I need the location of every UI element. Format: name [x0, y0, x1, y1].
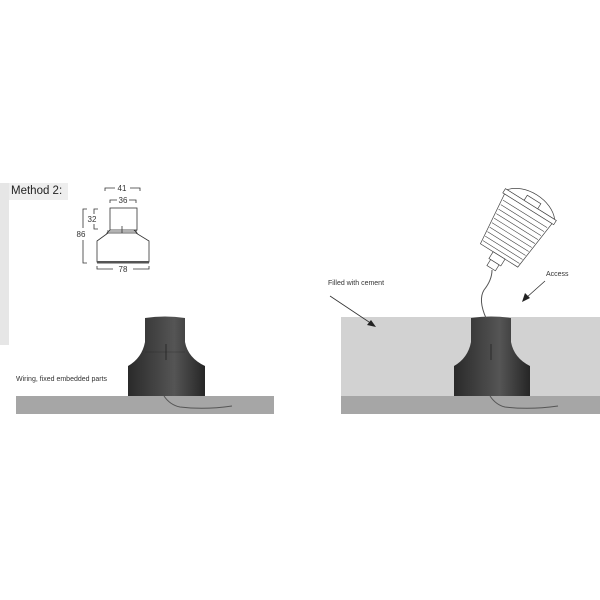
dim-78: 78 — [119, 265, 128, 274]
left-accent-bar — [0, 183, 9, 345]
filled-with-cement-label: Filled with cement — [328, 280, 385, 287]
dim-41: 41 — [118, 184, 127, 193]
right-scene — [329, 188, 600, 414]
dim-32: 32 — [88, 215, 97, 224]
ground-slab-right — [341, 396, 600, 414]
embedded-housing — [128, 316, 205, 396]
dim-36: 36 — [119, 196, 128, 205]
access-label: Access — [546, 271, 569, 278]
method-label: Method 2: — [9, 183, 69, 200]
wire — [163, 395, 233, 409]
dim-86: 86 — [77, 230, 86, 239]
cable — [480, 269, 493, 319]
dimension-drawing — [82, 187, 150, 270]
left-scene — [16, 316, 274, 414]
light-fixture — [479, 188, 557, 272]
embedded-housing-right — [454, 316, 530, 396]
wiring-caption: Wiring, fixed embedded parts — [16, 376, 108, 383]
ground-slab — [16, 396, 274, 414]
